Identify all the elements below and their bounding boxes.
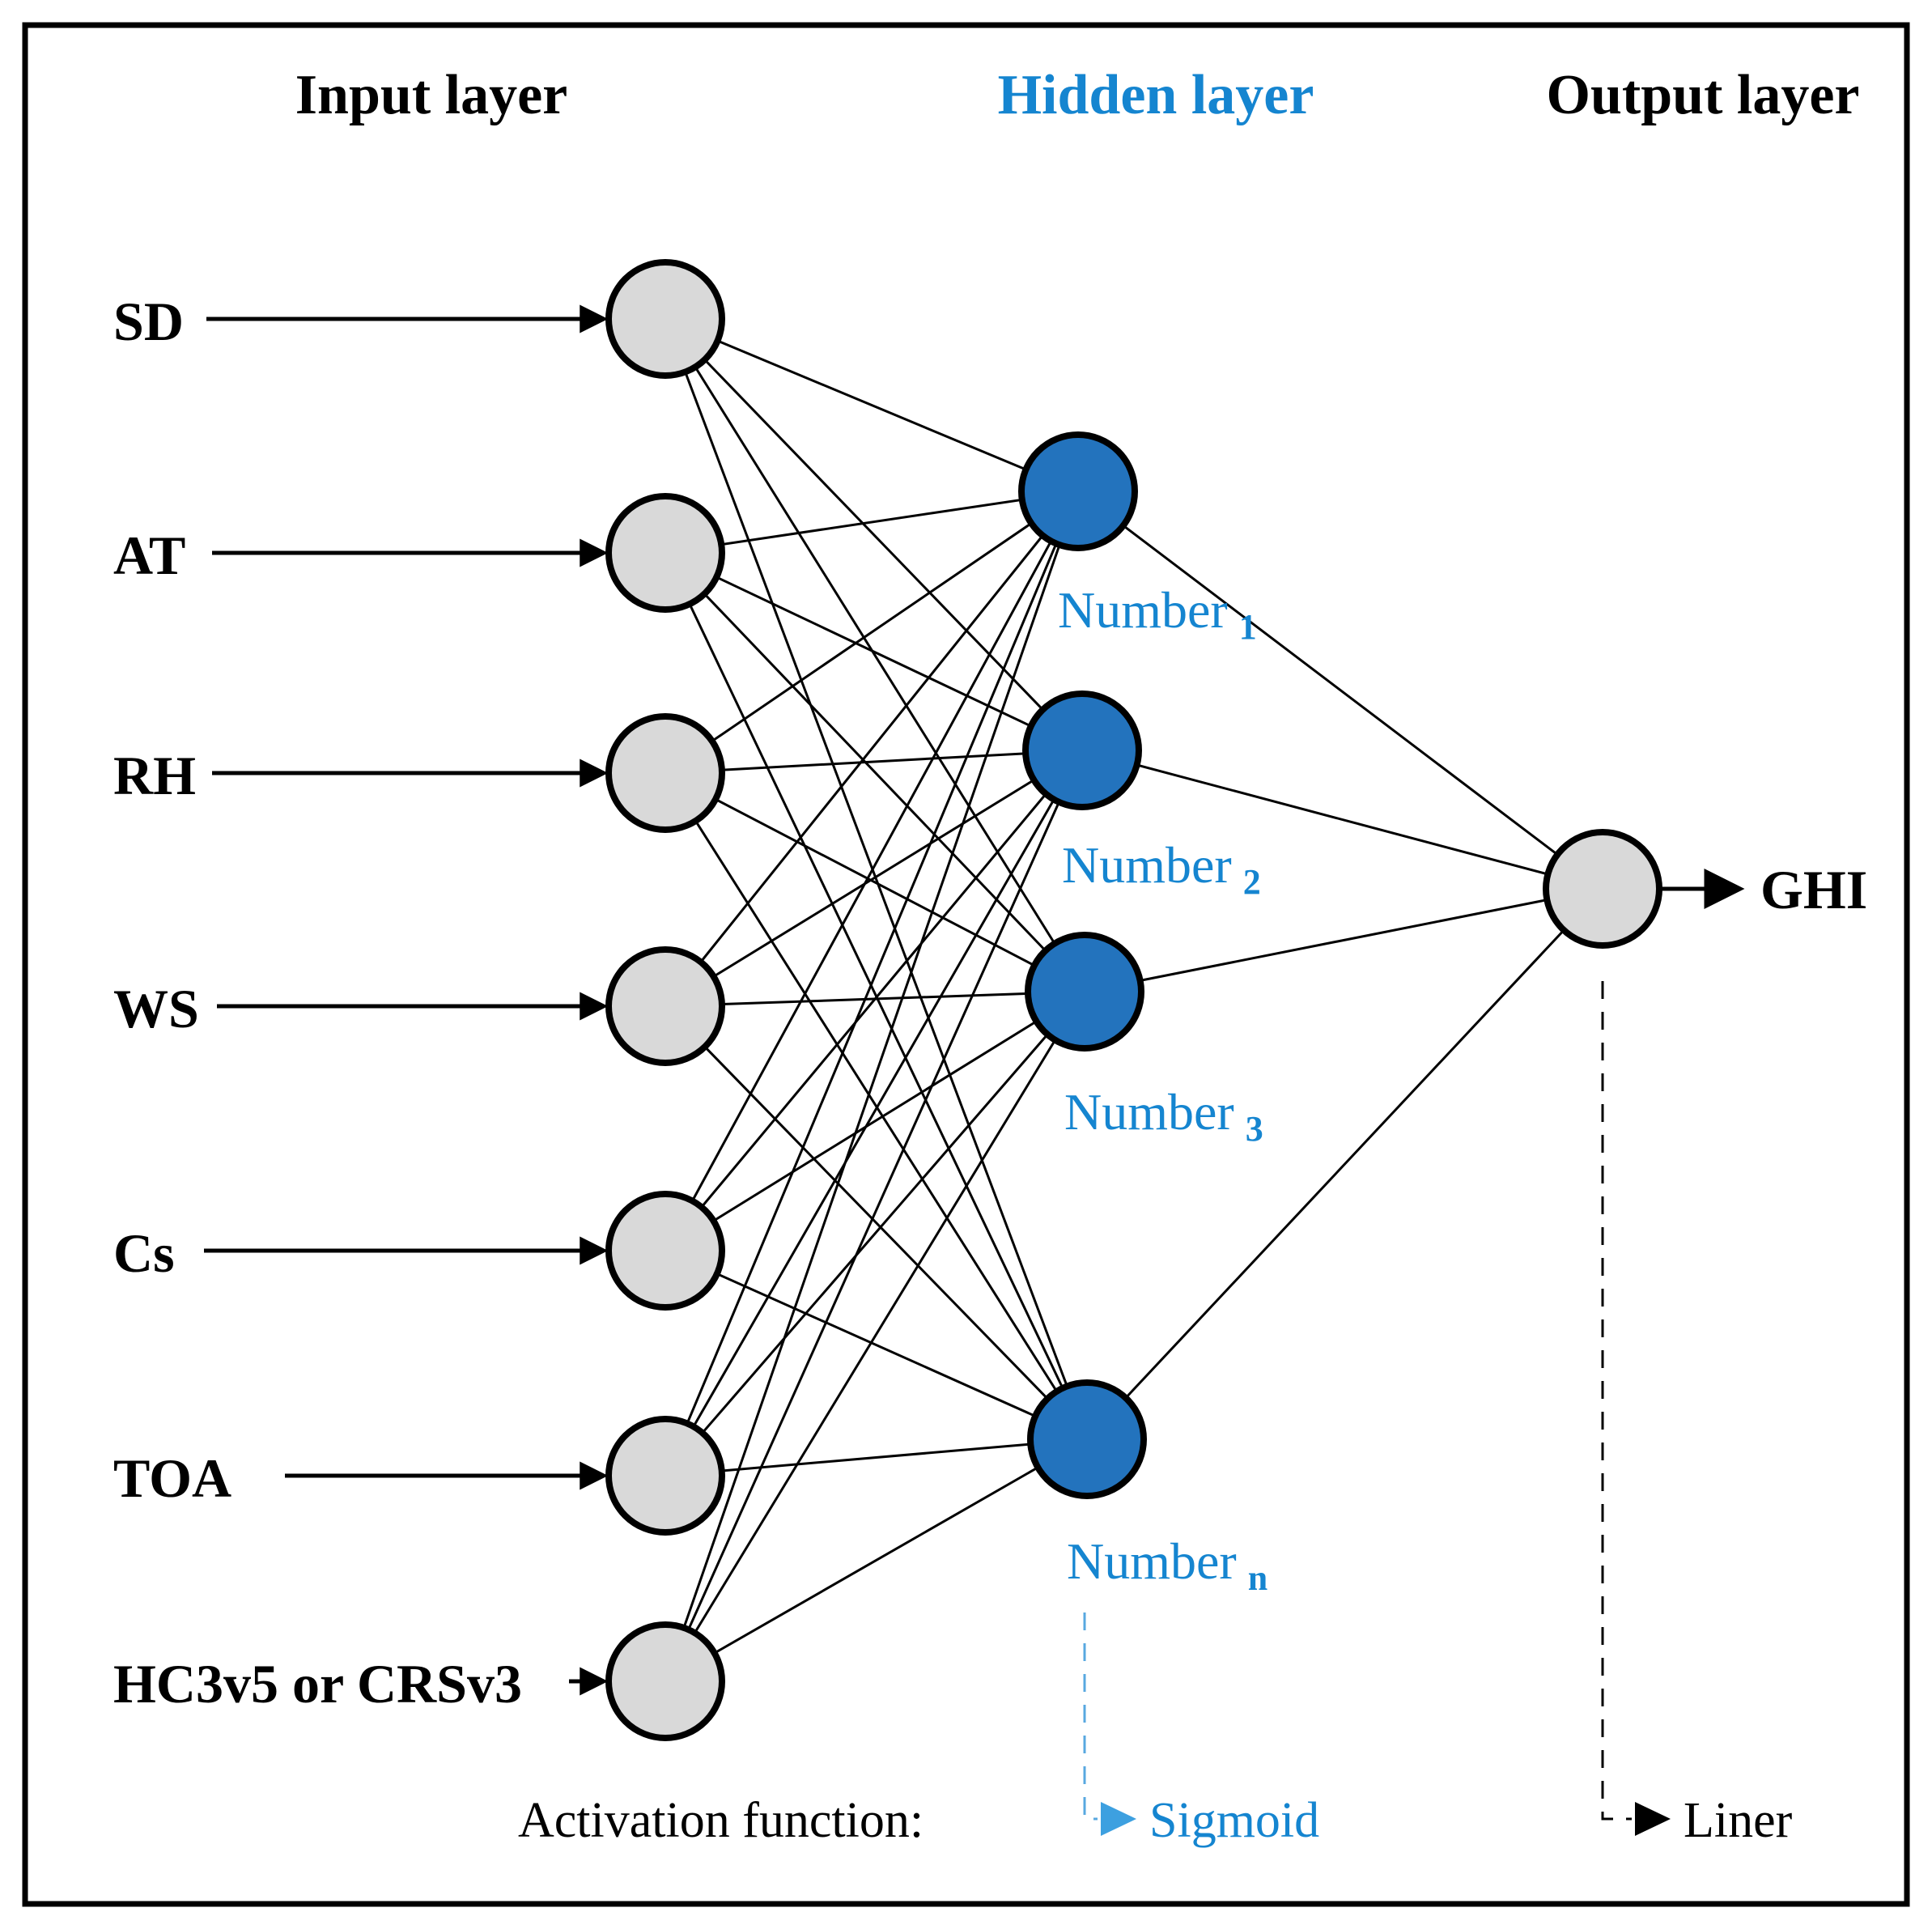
liner-arrowhead-icon [1635, 1802, 1671, 1836]
diagram-border [22, 22, 1910, 1907]
input-node-at [605, 493, 725, 613]
hidden-node-2 [1022, 690, 1142, 810]
edge-h4-out [1085, 887, 1604, 1441]
input-hidden-edges [664, 317, 1089, 1683]
input-node-toa [605, 1416, 725, 1536]
hidden-label-3-text: Number [1064, 1083, 1234, 1141]
input-label-sd: SD [113, 291, 184, 352]
hidden-label-2-sub: 2 [1243, 862, 1261, 902]
edge-i7-h1 [664, 491, 1080, 1682]
edge-i7-h4 [665, 1438, 1088, 1683]
activation-sigmoid-label: Sigmoid [1149, 1793, 1319, 1848]
hidden-layer-title: Hidden layer [998, 64, 1314, 126]
edge-h3-out [1084, 887, 1603, 993]
edge-i7-h2 [664, 750, 1084, 1682]
hidden-label-n-sub: n [1248, 1558, 1267, 1598]
edge-i5-h3 [665, 990, 1085, 1252]
hidden-node-n [1027, 1379, 1147, 1499]
hidden-label-2-text: Number [1062, 836, 1232, 894]
edge-i4-h4 [664, 1005, 1089, 1441]
input-labels: SD AT RH WS Cs TOA HC3v5 or CRSv3 [113, 291, 522, 1714]
edge-i4-h1 [664, 491, 1080, 1007]
hidden-label-1-sub: 1 [1239, 607, 1257, 647]
hidden-label-1-text: Number [1058, 581, 1228, 639]
edge-i2-h2 [665, 551, 1083, 752]
input-label-at: AT [113, 525, 185, 586]
edge-i7-h3 [664, 991, 1086, 1682]
input-label-toa: TOA [113, 1447, 231, 1509]
edge-i6-h2 [664, 750, 1084, 1476]
edge-i1-h3 [664, 318, 1086, 992]
input-label-ws: WS [113, 978, 199, 1039]
edge-i1-h1 [665, 317, 1079, 493]
hidden-node-1 [1018, 431, 1138, 551]
hidden-label-3: Number 3 [1064, 1083, 1263, 1149]
output-label-ghi: GHI [1760, 859, 1867, 920]
input-node-ws [605, 946, 725, 1066]
edge-i3-h4 [664, 772, 1089, 1440]
input-label-rh: RH [113, 745, 196, 806]
edge-i6-h4 [665, 1438, 1088, 1477]
hidden-label-1: Number 1 [1058, 581, 1257, 647]
input-arrows [204, 304, 609, 1696]
edge-h2-out [1081, 749, 1603, 890]
liner-dashed-line [1601, 981, 1632, 1821]
hidden-node-3 [1025, 932, 1144, 1052]
edge-h1-out [1077, 490, 1603, 890]
edge-i5-h1 [664, 491, 1080, 1251]
output-layer-title: Output layer [1547, 64, 1860, 126]
hidden-output-edges [1077, 490, 1604, 1441]
activation-function-label: Activation function: [518, 1793, 924, 1848]
input-node-hc3v5 [605, 1621, 725, 1741]
input-node-sd [605, 259, 725, 379]
input-node-cs [605, 1191, 725, 1311]
edge-i3-h1 [665, 490, 1079, 775]
edge-i3-h3 [665, 771, 1085, 993]
edge-i4-h2 [665, 749, 1083, 1008]
activation-liner-label: Liner [1684, 1793, 1793, 1848]
input-layer-title: Input layer [295, 64, 567, 126]
hidden-label-2: Number 2 [1062, 836, 1261, 902]
output-node [1543, 829, 1662, 949]
input-node-rh [605, 713, 725, 833]
sigmoid-dashed-line [1083, 1612, 1098, 1821]
input-layer-nodes [605, 259, 725, 1741]
edge-i1-h4 [664, 318, 1089, 1440]
input-label-cs: Cs [113, 1222, 175, 1284]
edge-i2-h1 [665, 490, 1079, 554]
edge-i6-h1 [664, 491, 1080, 1476]
sigmoid-arrowhead-icon [1101, 1802, 1136, 1836]
hidden-label-n-text: Number [1067, 1532, 1237, 1590]
edge-i6-h3 [664, 991, 1086, 1476]
edge-i3-h2 [665, 749, 1083, 775]
input-label-hc3v5: HC3v5 or CRSv3 [113, 1653, 522, 1714]
hidden-layer-nodes [1018, 431, 1147, 1499]
hidden-label-3-sub: 3 [1246, 1109, 1263, 1149]
edge-i5-h4 [665, 1249, 1088, 1441]
edge-i5-h2 [664, 750, 1084, 1251]
edge-i2-h3 [664, 551, 1086, 993]
